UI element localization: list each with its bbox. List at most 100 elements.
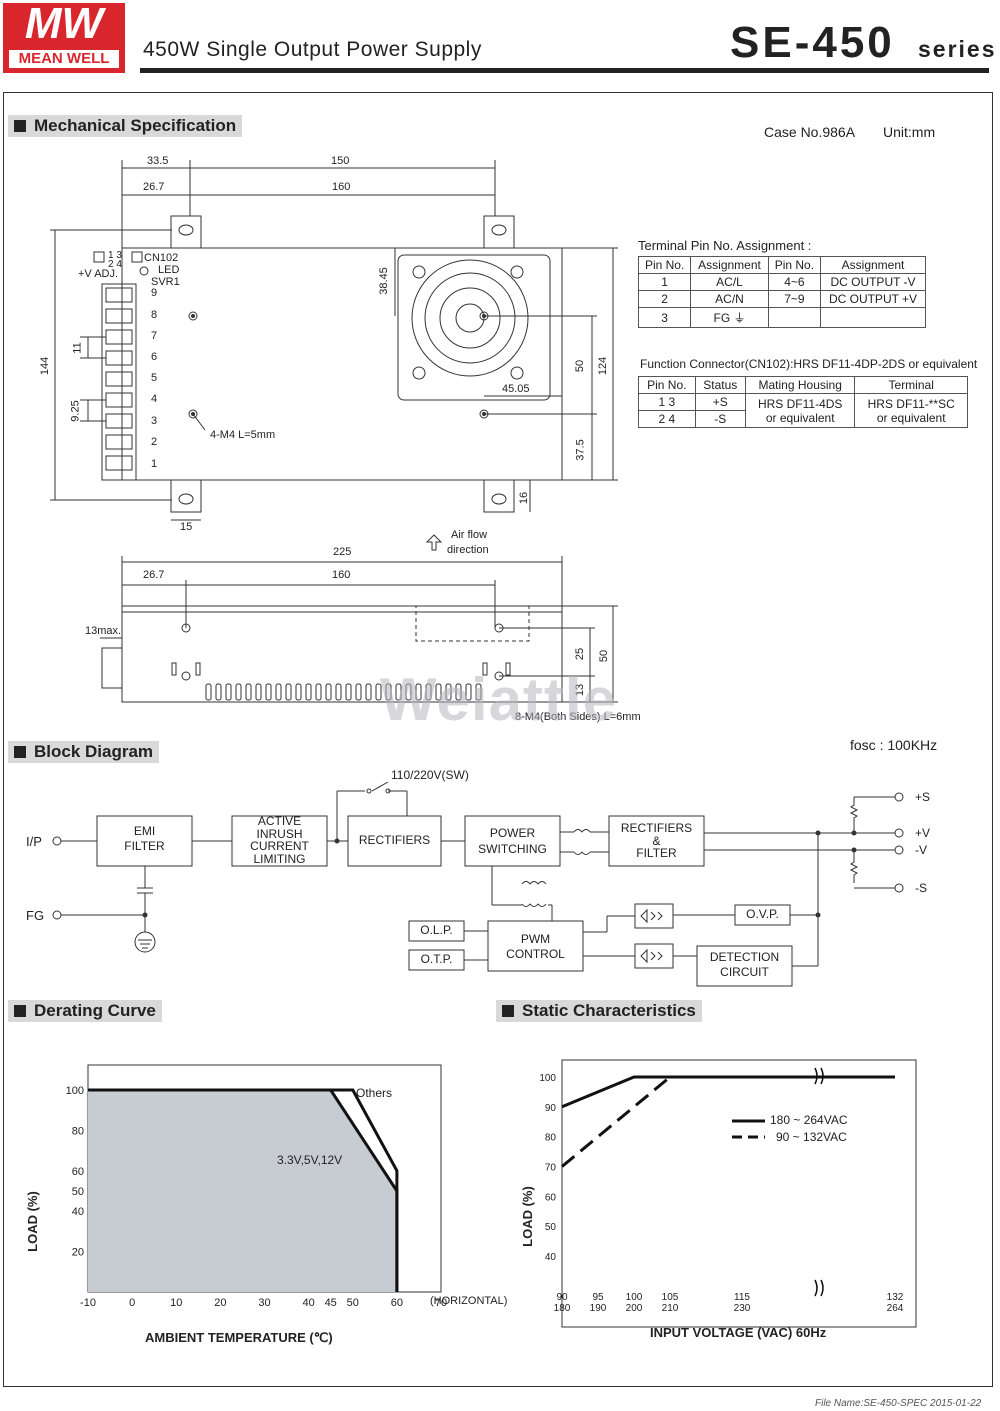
housing-line: HRS DF11-4DS [757,396,843,411]
m4-side-label: 8-M4(Both Sides) L=6mm [515,711,641,723]
table-header: Assignment [820,256,926,274]
rect-filter-line: FILTER [636,846,677,860]
table-header: Status [694,376,746,394]
emi-line: FILTER [124,839,165,853]
x-tick-label: 60 [391,1297,403,1309]
x-tick-label: 90 [556,1292,568,1303]
x-tick-label: 100 [626,1292,643,1303]
dim-11: 11 [71,342,84,354]
x-tick-label: 10 [170,1297,182,1309]
terminal-number: 5 [151,372,158,384]
y-tick-label: 90 [545,1103,557,1114]
table-row: 3 FG ⏚ [637,307,926,328]
dim-26-7-side: 26.7 [143,569,165,581]
legend-solid-label: 180 ~ 264VAC [770,1113,848,1127]
dim-160-side: 160 [332,569,351,581]
power-line: SWITCHING [478,842,547,856]
detect-line: CIRCUIT [720,965,769,979]
table-cell [767,307,822,328]
table-cell: -S [694,410,746,428]
power-switching-text: POWER SWITCHING [465,825,560,857]
detection-text: DETECTION CIRCUIT [697,950,792,980]
derating-low-label: 3.3V,5V,12V [277,1153,343,1167]
dim-33-5: 33.5 [147,155,169,167]
ovp-text: O.V.P. [746,907,779,921]
table-row: 1 AC/L 4~6 DC OUTPUT -V [637,273,926,291]
dim-26-7: 26.7 [143,181,165,193]
terminal-line: HRS DF11-**SC [867,396,955,411]
logo-text: MEAN WELL [9,50,119,68]
output-s-plus: +S [915,790,931,804]
table-cell: DC OUTPUT -V [820,273,926,291]
derating-xlabel: AMBIENT TEMPERATURE (℃) [145,1330,333,1345]
mount-tab-bl [170,479,202,513]
table-header: Pin No. [637,256,692,274]
y-tick-label: 70 [545,1163,557,1174]
table-cell: 4~6 [767,273,822,291]
table-cell: AC/L [690,273,769,291]
y-tick-label: 40 [72,1206,84,1218]
unit-label: Unit:mm [883,124,936,140]
x-tick-label-secondary: 264 [887,1303,904,1314]
model-series: series [918,36,997,62]
case-number: Case No.986A [764,124,856,140]
x-tick-label-secondary: 180 [554,1303,571,1314]
dim-37-5: 37.5 [574,439,587,461]
model-name: SE-450 series [730,18,997,68]
dim-150: 150 [331,155,350,167]
terminal-number: 1 [151,458,158,470]
emi-line: EMI [133,824,156,838]
x-tick-label: 70 [435,1297,447,1309]
table-row: 2 AC/N 7~9 DC OUTPUT +V [637,290,926,308]
x-tick-label-secondary: 230 [734,1303,751,1314]
y-tick-label: 40 [545,1252,557,1263]
switch-label: 110/220V(SW) [391,768,469,782]
x-tick-label-secondary: 210 [662,1303,679,1314]
mount-tab-tr [483,215,515,249]
block-diagram [52,781,904,987]
y-tick-label: 50 [72,1186,84,1198]
pwm-control-box [487,920,584,972]
dim-50-side: 50 [598,649,611,663]
x-tick-label: -10 [80,1297,96,1309]
table-cell: 2 4 [638,410,696,428]
mechanical-title: Mechanical Specification [8,115,243,137]
pin13-label: 1 3 [108,250,122,261]
led-label: LED [158,264,180,276]
derating-others-label: Others [356,1086,393,1100]
pin24-label: 2 4 [108,259,122,270]
inrush-text: ACTIVE INRUSH CURRENT LIMITING [232,815,327,865]
svr1-label: SVR1 [151,276,180,288]
power-line: POWER [489,826,536,840]
y-tick-label: 60 [72,1166,84,1178]
static-ylabel: LOAD (%) [519,1186,535,1247]
table-row: 1 3 +S HRS DF11-4DS or equivalent HRS DF… [638,393,968,428]
rect-filter-line: & [652,833,661,848]
ip-label: I/P [26,834,42,849]
mount-tab-br [483,479,515,513]
x-tick-label: 30 [258,1297,270,1309]
cn102-label: CN102 [144,252,179,264]
table-header: Terminal [854,376,968,394]
terminal-number: 6 [151,351,158,363]
terminal-table-caption: Terminal Pin No. Assignment : [638,238,812,253]
derating-area-fill [88,1090,397,1292]
y-tick-label: 100 [539,1073,556,1084]
dim-15: 15 [180,521,193,533]
x-tick-label: 20 [214,1297,226,1309]
block-diagram-title: Block Diagram [8,741,160,763]
terminal-pin-table: Pin No. Assignment Pin No. Assignment 1 … [637,256,926,328]
rectifiers-filter-text: RECTIFIERS & FILTER [609,822,704,860]
table-cell: 1 3 [638,393,696,411]
olp-text: O.L.P. [420,923,453,937]
inrush-line: CURRENT [250,839,309,853]
inrush-line: LIMITING [253,851,306,866]
mechanical-drawing [50,160,618,703]
pwm-text: PWM CONTROL [488,932,583,962]
x-tick-label: 40 [303,1297,315,1309]
mating-housing-cell: HRS DF11-4DS or equivalent [744,393,856,428]
output-v-plus: +V [915,826,931,840]
table-header: Pin No. [767,256,822,274]
watermark: Weiattle [380,666,617,733]
